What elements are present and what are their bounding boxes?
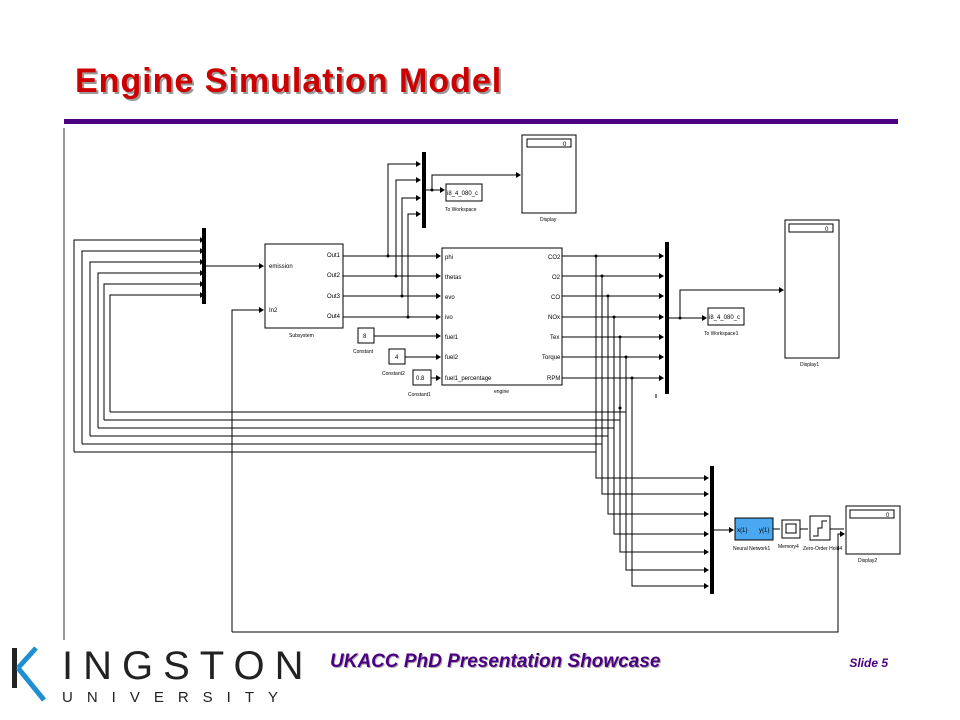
memory-name: Memory4 bbox=[778, 544, 799, 550]
subsystem-name: Subsystem bbox=[289, 333, 314, 339]
subsystem-out3: Out3 bbox=[327, 294, 341, 300]
logo-wordmark: INGSTON bbox=[62, 644, 314, 688]
neural-network-in-label: x{1} bbox=[737, 528, 747, 534]
neural-network-block[interactable]: x{1} y{1} Neural Network1 bbox=[733, 517, 774, 552]
mux-bar-top bbox=[422, 152, 426, 228]
wire-arrowheads bbox=[200, 161, 845, 589]
mux-bar-right bbox=[665, 242, 669, 394]
to-workspace1-block[interactable]: i8_4_080_c To Workspace1 bbox=[704, 307, 745, 337]
display-value: 0 bbox=[563, 142, 567, 148]
engine-name: engine bbox=[494, 389, 509, 395]
display1-block[interactable]: 0 Display1 bbox=[784, 219, 840, 368]
zoh-block[interactable]: Zero-Order Hold4 bbox=[803, 515, 842, 552]
mux-bar-bottom bbox=[710, 466, 714, 594]
wire-junctions bbox=[386, 188, 682, 410]
subsystem-out4: Out4 bbox=[327, 314, 341, 320]
footer-text: UKACC PhD Presentation Showcase bbox=[330, 651, 661, 672]
memory-icon bbox=[785, 523, 797, 534]
constant1-name: Constant1 bbox=[408, 392, 431, 398]
engine-in-fuel1-percentage: fuel1_percentage bbox=[445, 376, 492, 382]
neural-network-name: Neural Network1 bbox=[733, 546, 770, 552]
subsystem-out2: Out2 bbox=[327, 273, 341, 279]
constant2-value: 4 bbox=[395, 355, 399, 361]
display1-value: 0 bbox=[825, 227, 829, 233]
display2-block[interactable]: 0 Display2 bbox=[845, 505, 901, 564]
engine-out-torque: Torque bbox=[542, 355, 561, 361]
neural-network-out-label: y{1} bbox=[759, 528, 769, 534]
engine-in-thetas: thetas bbox=[445, 275, 461, 281]
subsystem-block[interactable]: emission In2 Out1 Out2 Out3 Out4 Subsyst… bbox=[264, 243, 344, 339]
engine-in-ivo: ivo bbox=[445, 315, 453, 321]
engine-out-co2: CO2 bbox=[548, 255, 561, 261]
display-name: Display bbox=[540, 217, 557, 223]
slide-title: Engine Simulation Model bbox=[75, 62, 503, 100]
engine-block[interactable]: phi thetas evo ivo fuel1 fuel2 fuel1_per… bbox=[441, 247, 563, 395]
engine-out-nox: NOx bbox=[548, 315, 560, 321]
constant1-block[interactable]: 0.8 Constant1 bbox=[408, 369, 432, 398]
engine-out-rpm: RPM bbox=[547, 376, 560, 382]
constant-block[interactable]: 8 Constant bbox=[353, 327, 375, 355]
kingston-k-icon bbox=[12, 646, 46, 702]
kingston-logo: INGSTON UNIVERSITY bbox=[4, 640, 304, 716]
constant2-block[interactable]: 4 Constant2 bbox=[382, 348, 406, 377]
to-workspace1-var: i8_4_080_c bbox=[709, 315, 740, 321]
subsystem-in-emission: emission bbox=[269, 264, 293, 270]
subsystem-out1: Out1 bbox=[327, 253, 341, 259]
engine-out-tex: Tex bbox=[550, 335, 559, 341]
step-icon bbox=[813, 520, 827, 537]
engine-in-phi: phi bbox=[445, 255, 453, 261]
engine-in-fuel2: fuel2 bbox=[445, 355, 459, 361]
engine-out-co: CO bbox=[551, 295, 560, 301]
signal-wires bbox=[73, 163, 844, 633]
mux-bar-left bbox=[202, 228, 206, 304]
display-block[interactable]: 0 Display bbox=[521, 134, 577, 223]
display2-value: 0 bbox=[886, 513, 890, 519]
zoh-name: Zero-Order Hold4 bbox=[803, 546, 842, 552]
to-workspace-name: To Workspace bbox=[445, 207, 477, 213]
title-divider bbox=[64, 119, 898, 124]
subsystem-in-in2: In2 bbox=[269, 308, 278, 314]
constant-name: Constant bbox=[353, 349, 374, 355]
display2-name: Display2 bbox=[858, 558, 877, 564]
engine-out-o2: O2 bbox=[552, 275, 561, 281]
to-workspace-var: i8_4_080_c bbox=[447, 191, 478, 197]
logo-subtitle: UNIVERSITY bbox=[62, 689, 293, 706]
constant2-name: Constant2 bbox=[382, 371, 405, 377]
engine-in-fuel1: fuel1 bbox=[445, 335, 459, 341]
to-workspace1-name: To Workspace1 bbox=[704, 331, 739, 337]
constant-value: 8 bbox=[363, 334, 367, 340]
constant1-value: 0.8 bbox=[416, 376, 425, 382]
display1-name: Display1 bbox=[800, 362, 819, 368]
to-workspace-block[interactable]: i8_4_080_c To Workspace bbox=[445, 183, 483, 213]
engine-in-evo: evo bbox=[445, 295, 455, 301]
memory-block[interactable]: Memory4 bbox=[778, 519, 801, 550]
slide-number: Slide 5 bbox=[849, 656, 888, 670]
